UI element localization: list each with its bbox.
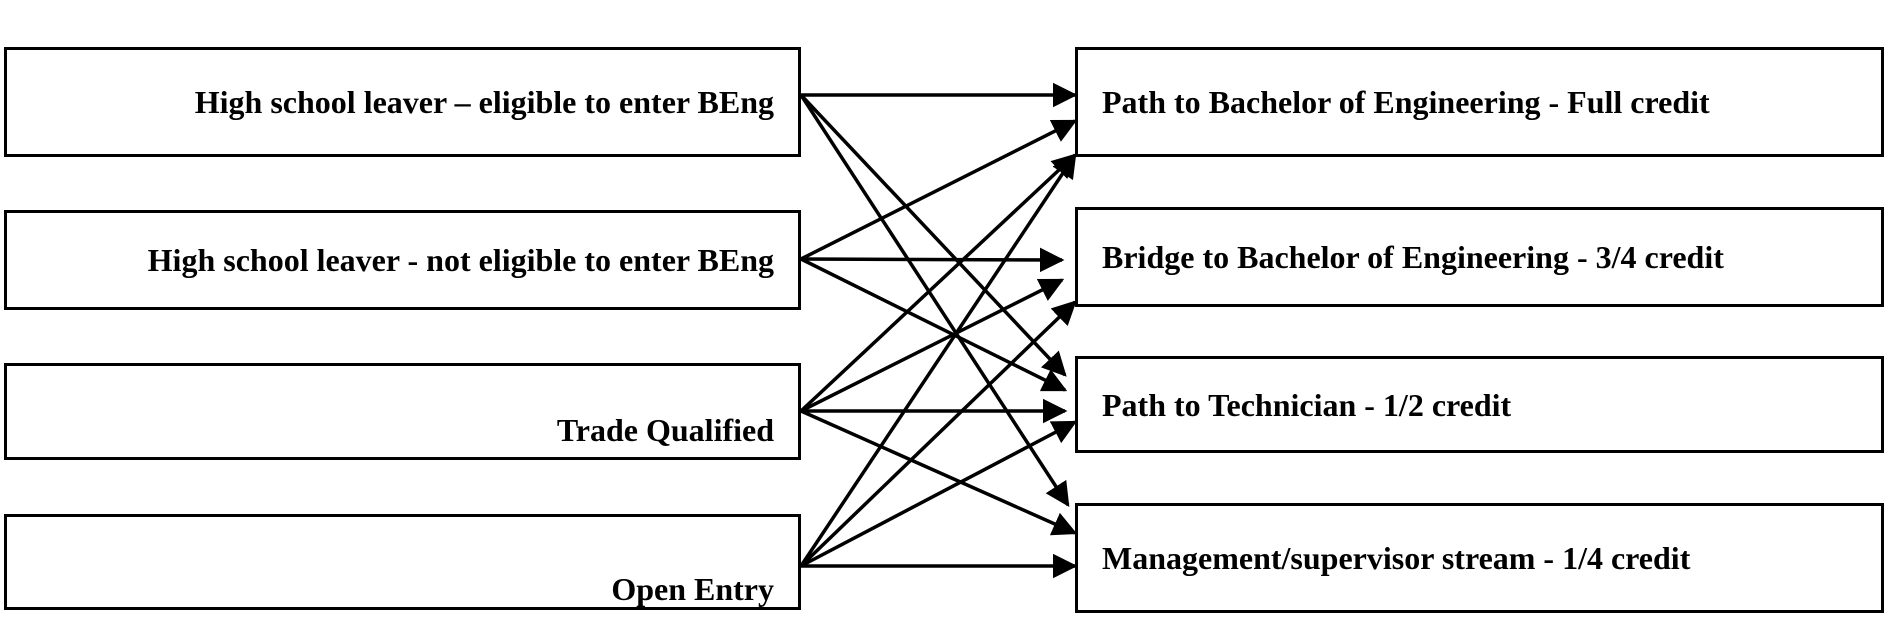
arrow-1-to-1 xyxy=(800,247,1065,273)
arrow-3-to-0 xyxy=(799,152,1077,567)
destination-box-bachelor-full-credit: Path to Bachelor of Engineering - Full c… xyxy=(1075,47,1884,157)
destination-box-management-stream: Management/supervisor stream - 1/4 credi… xyxy=(1075,503,1884,613)
destination-label: Path to Bachelor of Engineering - Full c… xyxy=(1102,84,1710,120)
arrow-2-to-3 xyxy=(800,409,1078,536)
source-box-open-entry: Open Entry xyxy=(4,514,801,610)
source-box-high-school-not-eligible: High school leaver - not eligible to ent… xyxy=(4,210,801,310)
arrow-0-to-3 xyxy=(799,94,1070,508)
source-box-trade-qualified: Trade Qualified xyxy=(4,363,801,460)
destination-label: Bridge to Bachelor of Engineering - 3/4 … xyxy=(1102,239,1724,275)
arrow-1-to-0 xyxy=(800,119,1078,261)
arrow-3-to-2 xyxy=(800,420,1078,568)
destination-box-bridge-bachelor: Bridge to Bachelor of Engineering - 3/4 … xyxy=(1075,207,1884,307)
arrow-1-to-2 xyxy=(800,257,1068,392)
destination-label: Path to Technician - 1/2 credit xyxy=(1102,386,1512,423)
source-label: High school leaver - not eligible to ent… xyxy=(147,242,774,278)
arrow-2-to-0 xyxy=(799,153,1077,413)
destination-box-technician: Path to Technician - 1/2 credit xyxy=(1075,356,1884,453)
source-label: Open Entry xyxy=(611,571,774,607)
arrow-3-to-1 xyxy=(799,300,1077,568)
source-box-high-school-eligible: High school leaver – eligible to enter B… xyxy=(4,47,801,157)
source-label: Trade Qualified xyxy=(556,411,774,448)
source-label: High school leaver – eligible to enter B… xyxy=(194,84,774,120)
arrow-2-to-1 xyxy=(800,278,1065,413)
destination-label: Management/supervisor stream - 1/4 credi… xyxy=(1102,540,1691,576)
arrow-0-to-2 xyxy=(799,93,1067,377)
